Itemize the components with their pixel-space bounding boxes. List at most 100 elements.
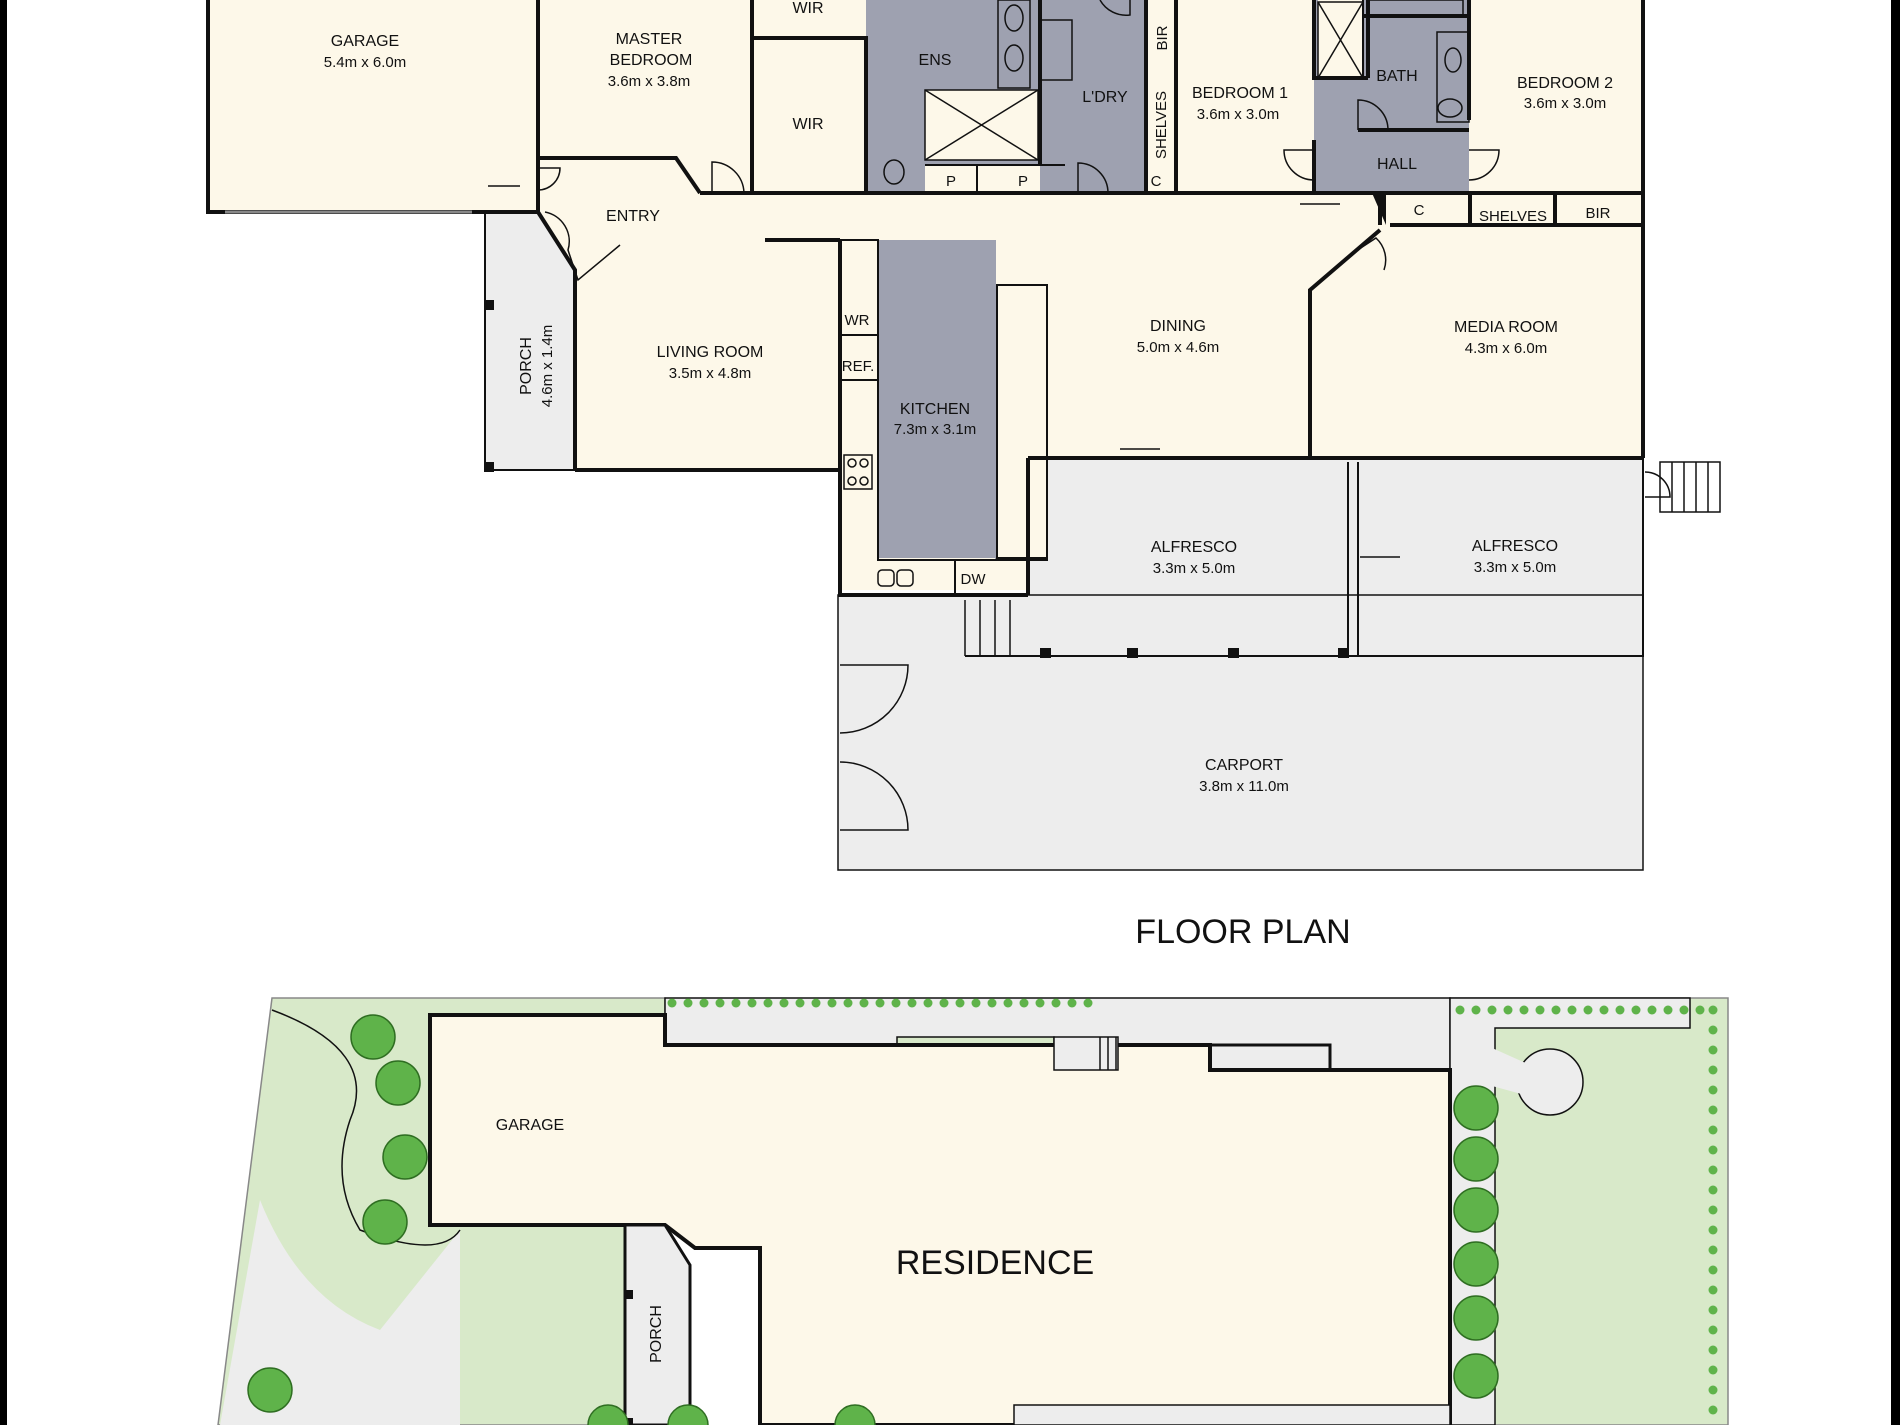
label-bir-top: BIR [1154,25,1171,50]
hedge-dot [1067,998,1077,1008]
wir-wall [752,36,868,193]
tree [375,1060,421,1106]
fixtures [484,0,1470,658]
label-kitchen: KITCHEN [900,401,970,418]
ens-shower-diag-2 [924,89,1039,161]
hedge-dot [1455,1005,1465,1015]
post-porch-1 [484,300,494,310]
bedroom-1-floor [1176,0,1314,193]
tree [1453,1353,1499,1399]
kitchen-island-floor [878,240,996,558]
hedge-dot [1615,1005,1625,1015]
hedge-dot [1708,1125,1718,1135]
floor-plan: GARAGE 5.4m x 6.0m MASTER BEDROOM 3.6m x… [206,0,1721,951]
door-master [711,161,745,194]
dim-porch: 4.6m x 1.4m [539,325,556,408]
tree [1453,1136,1499,1182]
post-alfresco-1 [1040,648,1051,658]
master-bedroom-floor [538,0,752,193]
hedge-dot [1551,1005,1561,1015]
door-entry [537,167,561,191]
tree [350,1014,396,1060]
hedge-dot [1083,998,1093,1008]
sink-2 [896,569,914,587]
hedge-dot [939,998,949,1008]
label-laundry: L'DRY [1082,89,1128,106]
cooktop-burner-1 [847,458,857,468]
tree [362,1199,408,1245]
master-wall [538,156,702,195]
site-driveway-left [220,1200,460,1425]
steps [964,461,1721,656]
label-hall: HALL [1377,156,1417,173]
ens-vanity [997,0,1031,89]
porch-floor [485,212,575,470]
hedge-dot [1647,1005,1657,1015]
label-ens: ENS [919,52,952,69]
hedge-dot [1535,1005,1545,1015]
hedge-dot [1583,1005,1593,1015]
door-bedroom-2 [1468,149,1500,181]
label-c-hall: C [1414,202,1425,219]
label-living: LIVING ROOM [657,344,764,361]
floor-plan-walls [206,0,1645,871]
tree [587,1404,629,1425]
site-bottom-strip [1013,1404,1451,1425]
label-carport: CARPORT [1205,757,1283,774]
carport-outline [837,594,1644,871]
bath-toilet [1437,98,1463,118]
tree [667,1404,709,1425]
kitchen-island-bench [996,284,1048,559]
cooktop-burner-4 [859,476,869,486]
hedge-dot [1519,1005,1529,1015]
site-porch-post-2 [624,1418,633,1425]
dim-dining: 5.0m x 4.6m [1137,339,1220,356]
dim-garage: 5.4m x 6.0m [324,54,407,71]
hall-corner-post [1372,193,1386,225]
bath-vanity [1436,31,1470,123]
hedge-dot [1708,1065,1718,1075]
site-right-path-arm [1452,1030,1530,1095]
site-hedges [667,998,1718,1415]
bath-shower [1317,1,1364,79]
doors [488,0,1671,831]
hedge-dot [1708,1165,1718,1175]
floor-fills [208,0,1643,870]
cooktop-burner-2 [859,458,869,468]
site-trees [247,1014,1499,1425]
label-alfresco-1: ALFRESCO [1151,539,1237,556]
tree [1453,1241,1499,1287]
bath-basin [1444,47,1462,73]
hedge-dot [1708,1045,1718,1055]
sink-1 [877,569,895,587]
hedge-dot [715,998,725,1008]
label-bath: BATH [1376,68,1417,85]
hedge-dot [1051,998,1061,1008]
hedge-dot [1708,1025,1718,1035]
hedge-dot [795,998,805,1008]
hedge-dot [779,998,789,1008]
site-residence-step [1210,1043,1332,1070]
post-alfresco-2 [1127,648,1138,658]
site-plan: GARAGE RESIDENCE PORCH [217,997,1729,1425]
site-label-garage: GARAGE [496,1117,564,1134]
hedge-dot [1708,1005,1718,1015]
hedge-dot [1019,998,1029,1008]
hedge-dot [1708,1105,1718,1115]
hedge-dot [875,998,885,1008]
hedge-dot [1708,1205,1718,1215]
label-dining: DINING [1150,318,1206,335]
hedge-dot [1708,1405,1718,1415]
label-garage: GARAGE [331,33,399,50]
label-wr: WR [845,312,870,329]
wir-top-floor [752,0,866,38]
site-steps [1053,1036,1119,1071]
dim-living: 3.5m x 4.8m [669,365,752,382]
label-master-2: BEDROOM [610,52,693,69]
tree [1453,1085,1499,1131]
label-ref: REF. [842,358,875,375]
ens-toilet [883,159,905,185]
door-bath [1357,99,1389,131]
floor-plan-labels: GARAGE 5.4m x 6.0m MASTER BEDROOM 3.6m x… [324,0,1613,951]
hedge-dot [699,998,709,1008]
